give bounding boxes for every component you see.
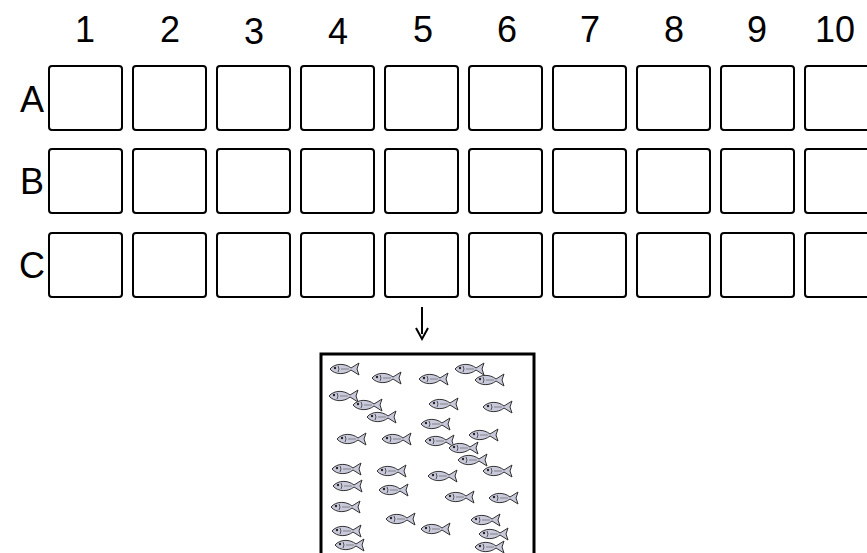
column-number: 9: [727, 10, 787, 50]
column-number: 2: [140, 10, 200, 50]
row-letter: A: [2, 80, 62, 120]
fish-school: [329, 363, 518, 553]
column-number: 3: [224, 12, 284, 52]
column-number: 8: [644, 10, 704, 50]
row-letter: B: [2, 162, 62, 202]
column-number: 1: [55, 10, 115, 50]
column-number: 4: [308, 12, 368, 52]
column-number: 5: [393, 10, 453, 50]
row-letter: C: [2, 246, 62, 286]
zoom-box: [321, 354, 534, 553]
column-number: 7: [560, 10, 620, 50]
down-arrow: [416, 307, 428, 339]
column-number: 6: [477, 10, 537, 50]
column-number: 10: [805, 10, 865, 50]
